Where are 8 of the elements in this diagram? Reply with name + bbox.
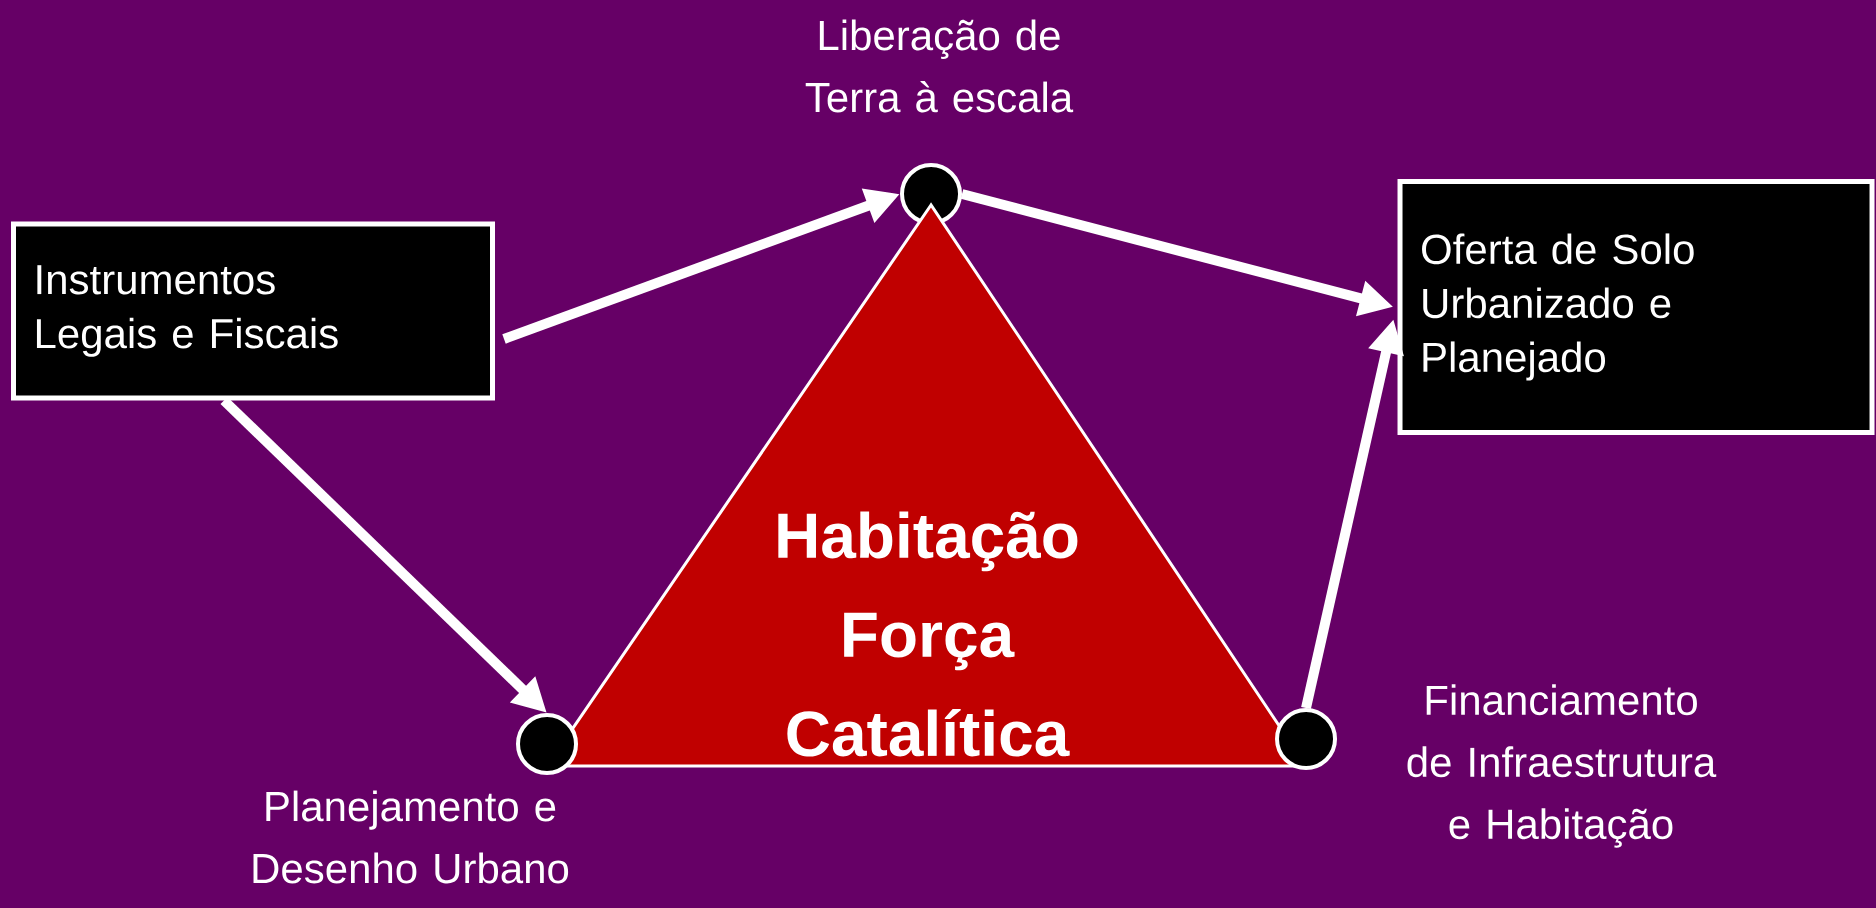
dot (900, 163, 962, 225)
node-caption: Planejamento e Desenho Urbano (253, 790, 569, 884)
dot (1275, 708, 1337, 770)
node-caption: Liberação de Terra à escala (805, 19, 1074, 113)
text-box: Oferta de Solo Urbanizado e Planejado (1397, 179, 1875, 435)
text-box: Instrumentos Legais e Fiscais (11, 221, 495, 401)
node-caption: Financiamento de Infraestrutura e Habitação (1407, 684, 1717, 848)
dot (516, 713, 578, 775)
